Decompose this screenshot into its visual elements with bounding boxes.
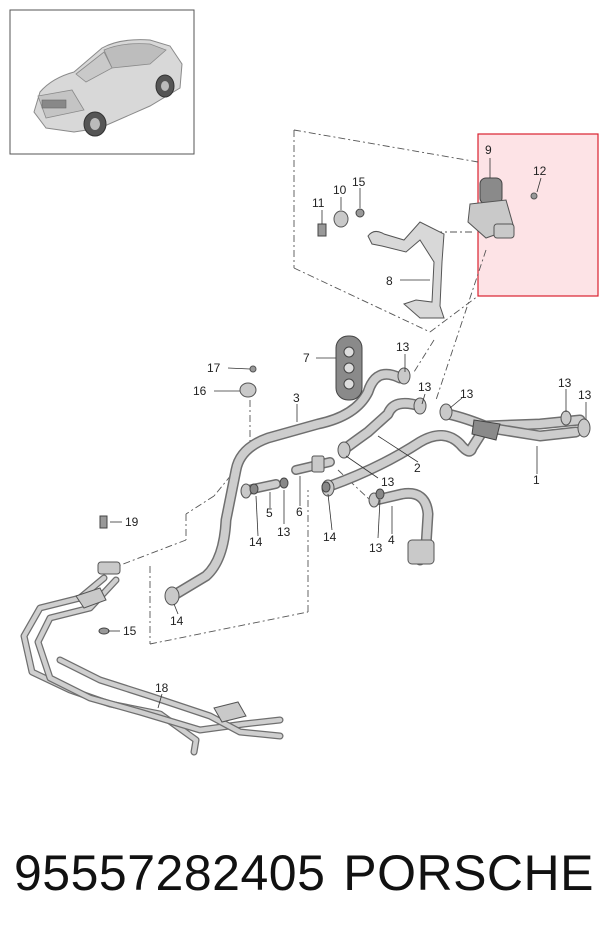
callout-5: 5 [266, 506, 273, 520]
callout-13: 13 [578, 388, 592, 402]
group-outlines [117, 129, 487, 645]
callout-7: 7 [303, 351, 310, 365]
part-9-valve[interactable] [467, 177, 538, 239]
callout-14: 14 [170, 614, 184, 628]
callout-12: 12 [533, 164, 547, 178]
callout-13: 13 [558, 376, 572, 390]
part-2-hose[interactable] [337, 397, 427, 459]
part-6-connector[interactable] [291, 455, 335, 475]
callout-13: 13 [396, 340, 410, 354]
callout-14: 14 [249, 535, 263, 549]
callout-17: 17 [207, 361, 221, 375]
callout-13: 13 [460, 387, 474, 401]
part-4-hose[interactable] [368, 487, 435, 566]
callout-3: 3 [293, 391, 300, 405]
callout-16: 16 [193, 384, 207, 398]
part-3-hose[interactable] [164, 367, 411, 606]
brand-name: PORSCHE [343, 845, 594, 901]
car-thumbnail[interactable] [9, 9, 195, 155]
callout-13: 13 [418, 380, 432, 394]
callout-13: 13 [277, 525, 291, 539]
callout-2: 2 [414, 461, 421, 475]
callout-6: 6 [296, 505, 303, 519]
callout-15: 15 [123, 624, 137, 638]
callout-18: 18 [155, 681, 169, 695]
callout-19: 19 [125, 515, 139, 529]
callout-labels: 9 12 10 15 11 8 7 13 17 13 16 3 13 13 13… [123, 143, 592, 695]
fasteners [98, 208, 385, 635]
callout-10: 10 [333, 183, 347, 197]
callout-1: 1 [533, 473, 540, 487]
callout-13: 13 [381, 475, 395, 489]
part-number: 95557282405 [14, 845, 326, 901]
part-5-connector[interactable] [240, 479, 281, 499]
callout-11: 11 [312, 196, 325, 210]
footer: 95557282405 PORSCHE [14, 838, 594, 908]
callout-14: 14 [323, 530, 337, 544]
leader-lines [108, 158, 587, 709]
callout-13: 13 [369, 541, 383, 555]
callout-8: 8 [386, 274, 393, 288]
callout-4: 4 [388, 533, 395, 547]
car-thumbnail-icon [33, 39, 183, 137]
part-7-grommet[interactable] [335, 335, 363, 401]
part-8-bracket[interactable] [367, 221, 445, 319]
part-18-pipe-assembly[interactable] [20, 561, 284, 756]
part-1-hose[interactable] [321, 403, 591, 497]
callout-9: 9 [485, 143, 492, 157]
callout-15: 15 [352, 175, 366, 189]
